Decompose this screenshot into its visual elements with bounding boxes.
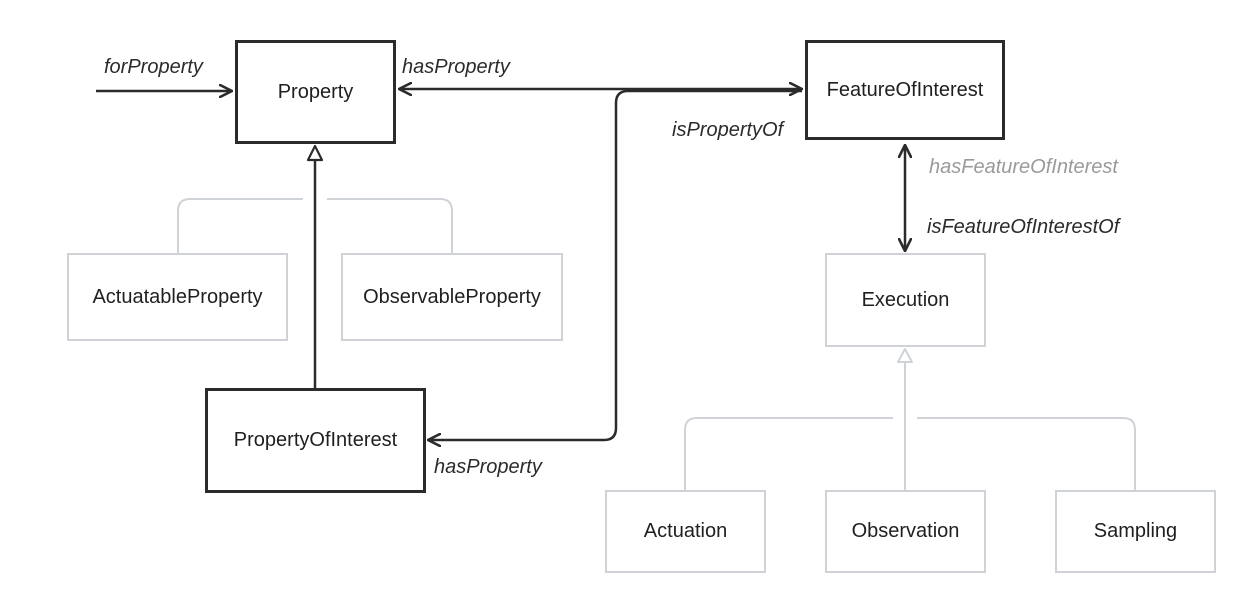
node-property-label: Property — [277, 80, 354, 103]
node-actuatable-property[interactable]: ActuatableProperty — [67, 253, 288, 341]
inheritance-connector-actuatable — [177, 198, 303, 253]
inheritance-connector-observable — [327, 198, 453, 253]
node-execution[interactable]: Execution — [825, 253, 986, 347]
node-property-of-interest-label: PropertyOfInterest — [233, 429, 398, 451]
node-observable-property[interactable]: ObservableProperty — [341, 253, 563, 341]
node-sampling[interactable]: Sampling — [1055, 490, 1216, 573]
edge-label-has-feature-of-interest: hasFeatureOfInterest — [929, 156, 1118, 178]
node-actuation[interactable]: Actuation — [605, 490, 766, 573]
node-actuation-label: Actuation — [643, 520, 728, 542]
inheritance-connector-actuation — [684, 417, 893, 490]
edge-label-is-property-of: isPropertyOf — [672, 119, 784, 141]
node-observable-property-label: ObservableProperty — [363, 285, 541, 308]
edge-label-has-property-top: hasProperty — [402, 56, 510, 78]
node-feature-of-interest-label: FeatureOfInterest — [826, 78, 984, 101]
node-execution-label: Execution — [861, 288, 950, 311]
node-observation-label: Observation — [851, 520, 960, 542]
node-feature-of-interest[interactable]: FeatureOfInterest — [805, 40, 1005, 140]
node-observation[interactable]: Observation — [825, 490, 986, 573]
edge-label-is-feature-of-interest-of: isFeatureOfInterestOf — [927, 216, 1120, 238]
node-property[interactable]: Property — [235, 40, 396, 144]
inheritance-connector-sampling — [917, 417, 1136, 490]
inheritance-triangle-execution — [897, 348, 913, 363]
node-property-of-interest[interactable]: PropertyOfInterest — [205, 388, 426, 493]
node-actuatable-property-label: ActuatableProperty — [92, 285, 263, 308]
edge-label-has-property-bottom: hasProperty — [434, 456, 542, 478]
inheritance-triangle-property — [306, 144, 324, 162]
edge-label-for-property: forProperty — [104, 56, 203, 78]
arrow-has-property-bottom — [428, 89, 802, 440]
node-sampling-label: Sampling — [1093, 520, 1178, 542]
